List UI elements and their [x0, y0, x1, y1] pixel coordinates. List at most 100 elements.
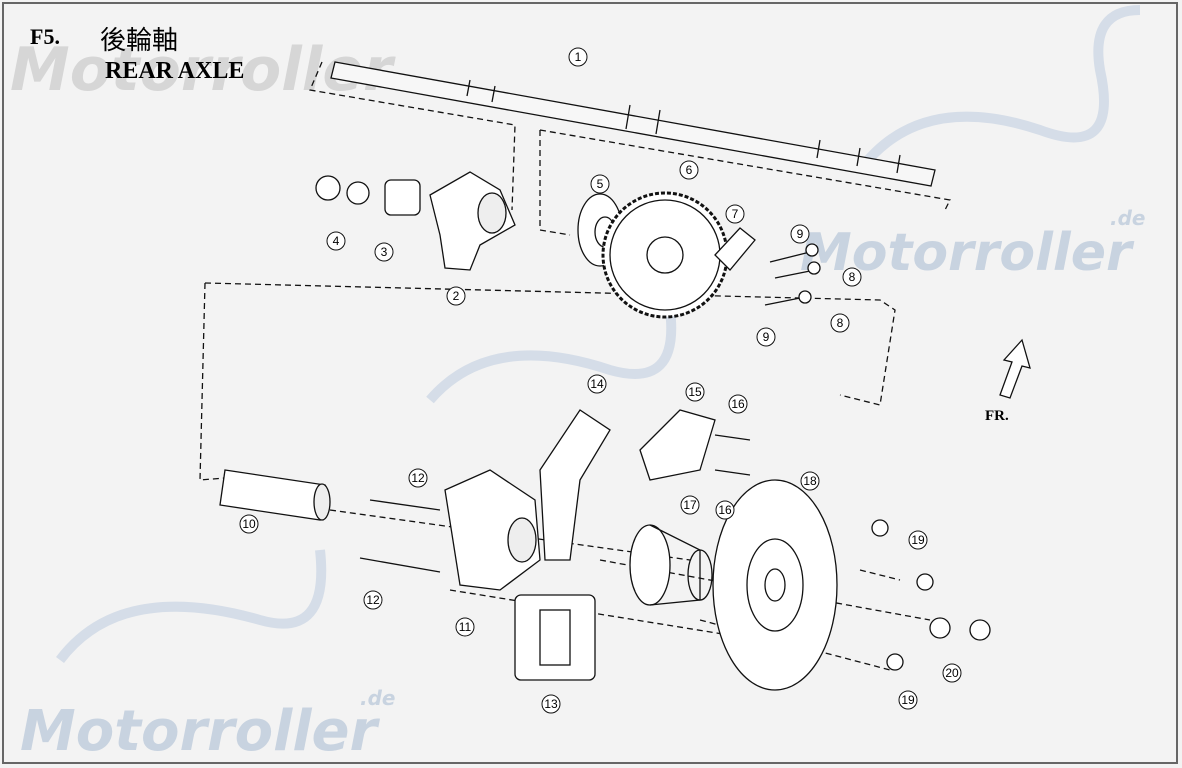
part-11-housing[interactable]	[444, 469, 541, 591]
callout-15: 15	[685, 382, 705, 402]
part-18-brake-disc[interactable]	[712, 479, 838, 691]
callout-circle	[239, 514, 259, 534]
callout-17: 17	[680, 495, 700, 515]
callout-circle	[679, 160, 699, 180]
watermark-suffix-bottom: .de	[360, 686, 395, 710]
callout-number: 2	[453, 289, 460, 303]
callout-14: 14	[587, 374, 607, 394]
watermark-suffix: .de	[1110, 206, 1145, 230]
callout-circle	[455, 617, 475, 637]
callout-19: 19	[908, 530, 928, 550]
callout-circle	[326, 231, 346, 251]
callout-10: 10	[239, 514, 259, 534]
watermark-bottom: Motorroller	[20, 699, 381, 764]
callout-number: 16	[718, 503, 732, 517]
part-12-bolts[interactable]	[359, 499, 441, 573]
callout-13: 13	[541, 694, 561, 714]
callout-number: 16	[731, 397, 745, 411]
callout-circle	[715, 500, 735, 520]
callout-circle	[898, 690, 918, 710]
callout-number: 17	[683, 498, 697, 512]
callout-circle	[800, 471, 820, 491]
callout-circle	[790, 224, 810, 244]
callout-circle	[842, 267, 862, 287]
callout-8: 8	[830, 313, 850, 333]
callout-circle	[568, 47, 588, 67]
callout-number: 19	[911, 533, 925, 547]
callout-9: 9	[756, 327, 776, 347]
callout-number: 3	[381, 245, 388, 259]
callout-20: 20	[942, 663, 962, 683]
callout-1: 1	[568, 47, 588, 67]
part-6-sprocket[interactable]	[601, 191, 729, 319]
callout-4: 4	[326, 231, 346, 251]
callout-number: 5	[597, 177, 604, 191]
title-chinese: 後輪軸	[100, 26, 179, 55]
callout-2: 2	[446, 286, 466, 306]
part-19-bolts[interactable]	[871, 519, 934, 671]
callout-number: 11	[459, 620, 472, 634]
callout-circle	[830, 313, 850, 333]
callout-number: 12	[366, 593, 380, 607]
callout-circle	[680, 495, 700, 515]
callout-circle	[942, 663, 962, 683]
figure-number: F5.	[30, 24, 60, 49]
part-8-9-bolts[interactable]	[764, 243, 821, 306]
callout-circle	[408, 468, 428, 488]
callout-12: 12	[408, 468, 428, 488]
front-direction-arrow-icon	[999, 338, 1031, 399]
callout-circle	[728, 394, 748, 414]
callout-19: 19	[898, 690, 918, 710]
callout-number: 10	[242, 517, 256, 531]
part-3-collar[interactable]	[384, 179, 421, 216]
callout-number: 19	[901, 693, 915, 707]
part-16-bolts[interactable]	[714, 434, 751, 476]
part-15-lever[interactable]	[639, 409, 716, 481]
callout-circle	[374, 242, 394, 262]
callout-7: 7	[725, 204, 745, 224]
callout-circle	[587, 374, 607, 394]
callout-9: 9	[790, 224, 810, 244]
callout-number: 4	[333, 234, 340, 248]
callout-16: 16	[728, 394, 748, 414]
direction-label: FR.	[985, 408, 1009, 424]
callout-6: 6	[679, 160, 699, 180]
part-7-plate[interactable]	[714, 227, 756, 271]
callout-11: 11	[455, 617, 475, 637]
scooter-logo-watermarks	[56, 5, 1141, 664]
callout-number: 9	[763, 330, 770, 344]
callout-number: 12	[411, 471, 425, 485]
callout-number: 8	[849, 270, 856, 284]
callout-number: 15	[688, 385, 702, 399]
callout-circle	[756, 327, 776, 347]
callout-number: 18	[803, 474, 817, 488]
callout-8: 8	[842, 267, 862, 287]
callout-number: 6	[686, 163, 693, 177]
callout-circle	[363, 590, 383, 610]
callout-number: 7	[732, 207, 739, 221]
part-17-flange[interactable]	[629, 524, 713, 606]
title-english: REAR AXLE	[105, 58, 245, 84]
callout-16: 16	[715, 500, 735, 520]
callout-5: 5	[590, 174, 610, 194]
callout-number: 13	[544, 697, 558, 711]
callout-number: 14	[590, 377, 604, 391]
part-axle[interactable]	[330, 61, 936, 187]
callout-circle	[590, 174, 610, 194]
callout-circle	[908, 530, 928, 550]
part-13-caliper[interactable]	[514, 594, 596, 681]
part-2-bracket[interactable]	[429, 171, 516, 271]
callout-number: 9	[797, 227, 804, 241]
callout-number: 8	[837, 316, 844, 330]
part-10-spacer[interactable]	[219, 469, 331, 521]
part-14-bracket[interactable]	[539, 409, 611, 561]
part-20-nuts[interactable]	[929, 617, 991, 641]
callout-18: 18	[800, 471, 820, 491]
callout-circle	[685, 382, 705, 402]
callout-3: 3	[374, 242, 394, 262]
part-4-nuts[interactable]	[315, 175, 370, 205]
